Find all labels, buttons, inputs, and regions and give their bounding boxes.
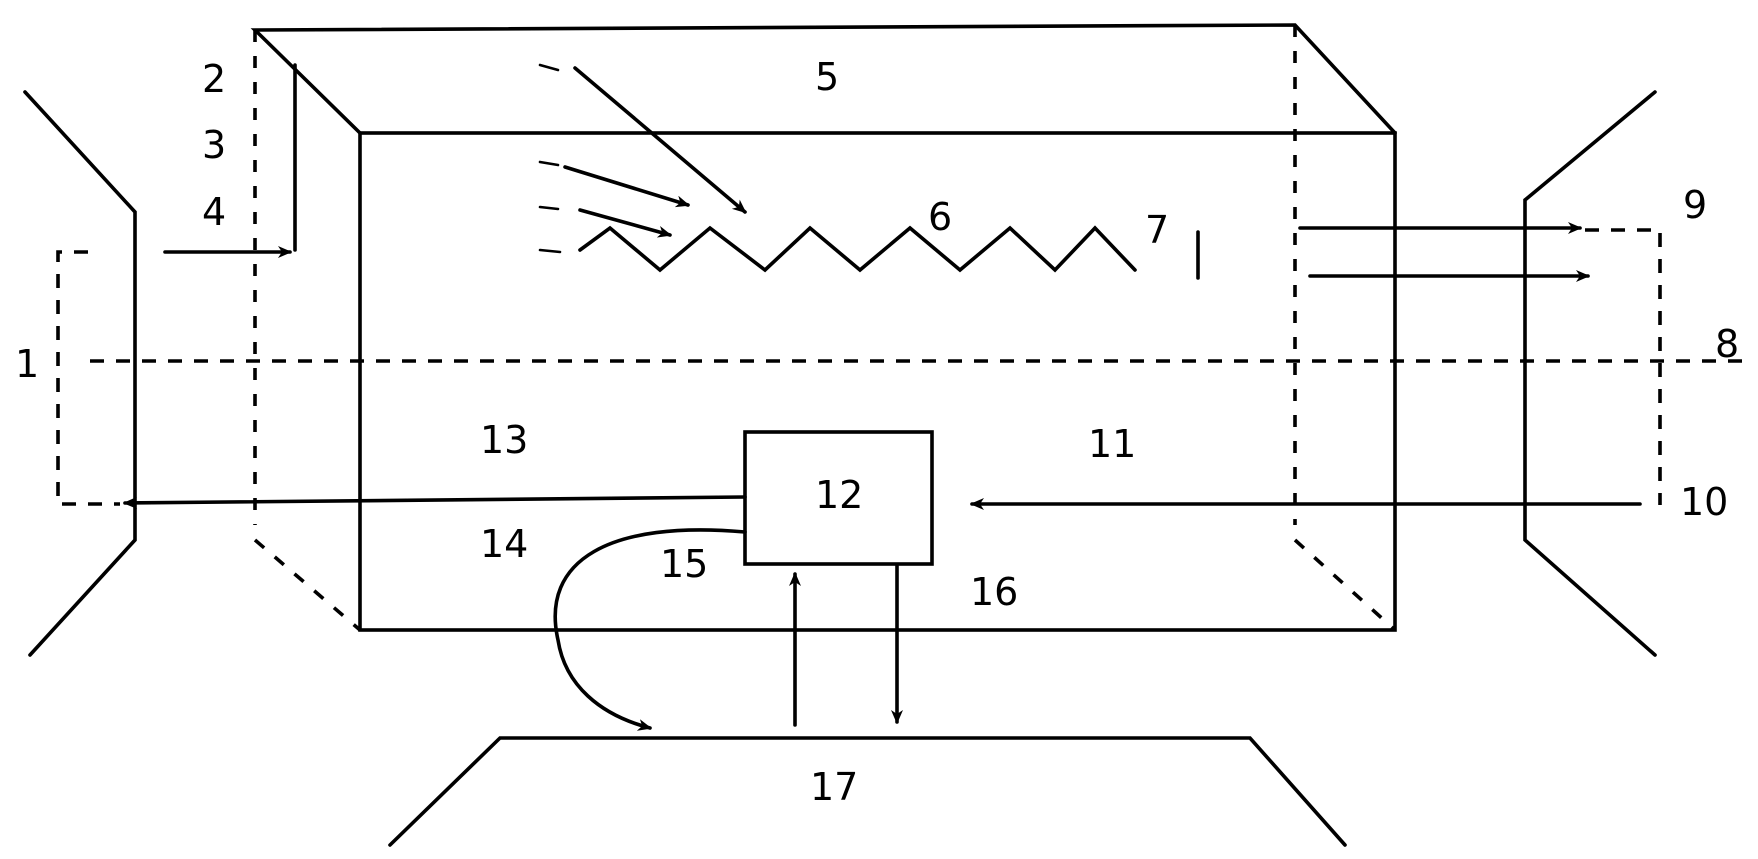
main-box-top-face	[250, 23, 1397, 135]
label-13: 13	[480, 418, 528, 462]
label-9: 9	[1683, 183, 1707, 227]
left-enclosure-outline	[23, 90, 137, 657]
arrow-into-zigzag-1	[573, 66, 747, 214]
arrow-12-to-1	[123, 495, 747, 509]
label-14: 14	[480, 522, 528, 566]
main-box-front-face	[358, 131, 1397, 632]
label-11: 11	[1088, 422, 1136, 466]
arrow-into-zigzag-2	[563, 165, 690, 208]
label-7: 7	[1145, 208, 1169, 252]
arrow-tick-3	[538, 205, 560, 211]
bottom-enclosure-17	[388, 736, 1347, 847]
arrow-tick-1	[538, 63, 560, 72]
label-4: 4	[202, 190, 226, 234]
zigzag-element-6	[578, 225, 1137, 273]
label-5: 5	[815, 55, 839, 99]
label-3: 3	[202, 123, 226, 167]
label-10: 10	[1680, 480, 1728, 524]
label-16: 16	[970, 570, 1018, 614]
arrow-tick-2	[538, 160, 560, 167]
arrow-into-zigzag-3	[578, 208, 672, 238]
left-dashed-bracket	[56, 250, 120, 506]
right-dashed-bracket	[1585, 228, 1662, 505]
label-2: 2	[202, 57, 226, 101]
label-17: 17	[810, 765, 858, 809]
box-bottom-left-diagonal	[253, 538, 362, 632]
curved-arrow-15-to-17	[553, 528, 747, 731]
label-6: 6	[928, 195, 952, 239]
right-enclosure-outline	[1523, 90, 1657, 657]
label-15: 15	[660, 542, 708, 586]
label-12: 12	[815, 473, 863, 517]
label-8: 8	[1715, 322, 1739, 366]
arrow-tick-4	[538, 248, 562, 254]
box-bottom-right-diagonal	[1293, 538, 1397, 632]
label-1: 1	[15, 342, 39, 386]
